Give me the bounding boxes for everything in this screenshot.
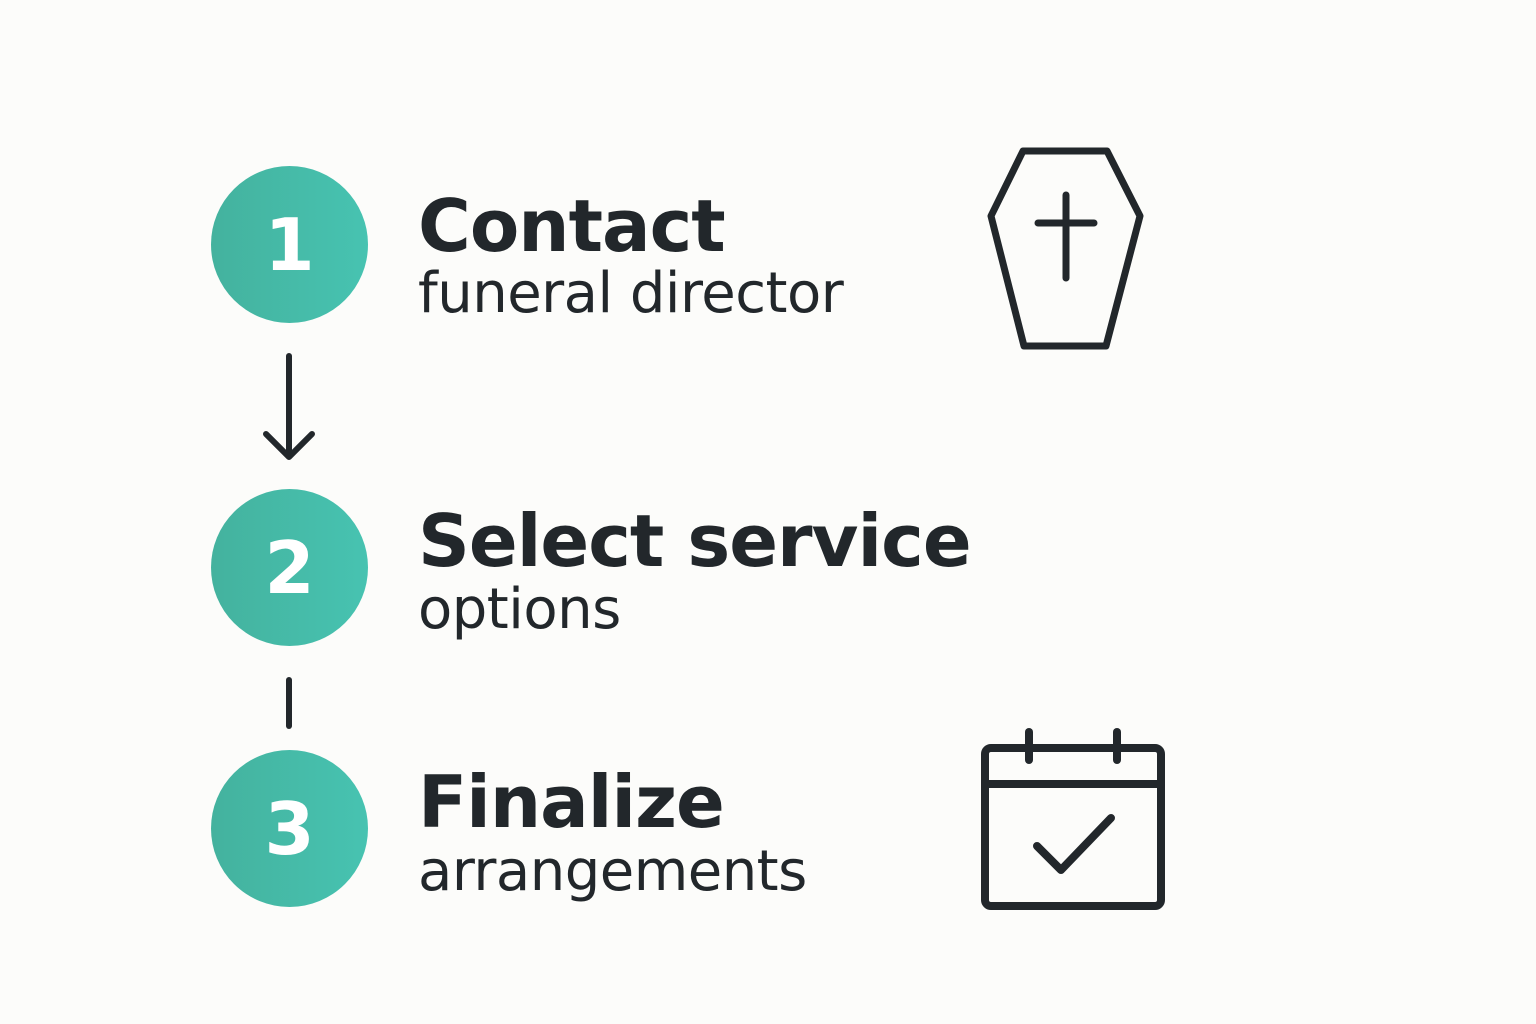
step-1-number: 1 bbox=[264, 202, 315, 287]
step-2-title: Select service bbox=[418, 499, 972, 583]
step-3-title: Finalize bbox=[418, 760, 725, 844]
step-1-circle: 1 bbox=[211, 166, 368, 323]
step-2-circle: 2 bbox=[211, 489, 368, 646]
step-3-number: 3 bbox=[264, 786, 315, 871]
step-3-subtitle: arrangements bbox=[418, 839, 807, 904]
arrow-head bbox=[263, 431, 315, 460]
step-3-circle: 3 bbox=[211, 750, 368, 907]
step-1-title: Contact bbox=[418, 184, 726, 268]
coffin-cross-icon bbox=[987, 147, 1144, 350]
step-2-number: 2 bbox=[264, 525, 315, 610]
step-2-subtitle: options bbox=[418, 577, 621, 642]
step-1-subtitle: funeral director bbox=[418, 261, 844, 326]
calendar-check-icon bbox=[981, 728, 1165, 910]
